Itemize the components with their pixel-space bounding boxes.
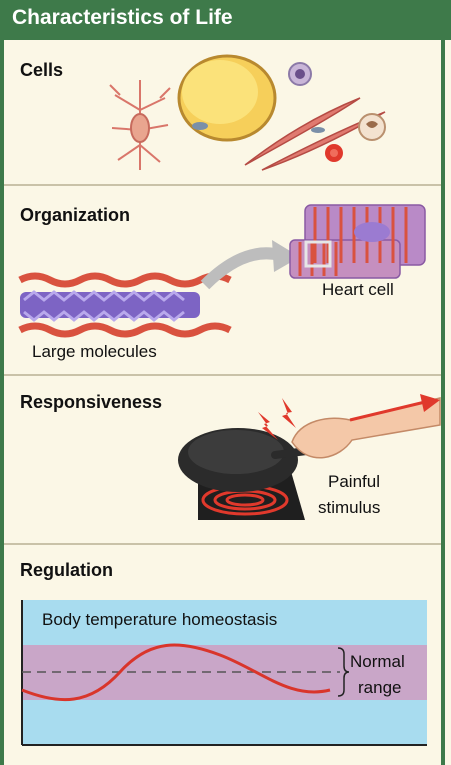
normal-range-label-line2: range	[358, 678, 402, 697]
macrophage-icon	[358, 113, 386, 141]
section-divider	[4, 184, 441, 186]
large-molecules-label: Large molecules	[32, 342, 157, 361]
section-label-responsiveness: Responsiveness	[20, 392, 163, 412]
title-bar: Characteristics of Life	[0, 0, 451, 40]
heart-cell-icon	[289, 204, 426, 279]
large-molecules-icon	[18, 272, 232, 338]
withdrawal-arrow-icon	[349, 394, 440, 422]
homeostasis-graph	[21, 600, 427, 746]
panel-title: Characteristics of Life	[12, 6, 233, 29]
section-label-organization: Organization	[20, 205, 131, 225]
white-blood-cell-icon	[288, 62, 312, 86]
muscle-cell-icon	[244, 97, 386, 171]
normal-range-label-line1: Normal	[350, 652, 405, 671]
nerve-cell-icon	[109, 80, 171, 170]
arrow-icon	[200, 240, 300, 290]
red-blood-cell-icon	[325, 144, 343, 162]
graph-title: Body temperature homeostasis	[42, 610, 278, 629]
pain-lightning-icon	[258, 398, 296, 440]
section-label-regulation: Regulation	[20, 560, 113, 580]
stimulus-label-line1: Painful	[328, 472, 380, 491]
section-divider	[4, 543, 441, 545]
heart-cell-label: Heart cell	[322, 280, 394, 299]
stimulus-label-line2: stimulus	[318, 498, 381, 517]
section-label-cells: Cells	[20, 60, 64, 80]
fat-cell-icon	[177, 54, 277, 142]
hand-icon	[291, 397, 441, 459]
section-divider	[4, 374, 441, 376]
